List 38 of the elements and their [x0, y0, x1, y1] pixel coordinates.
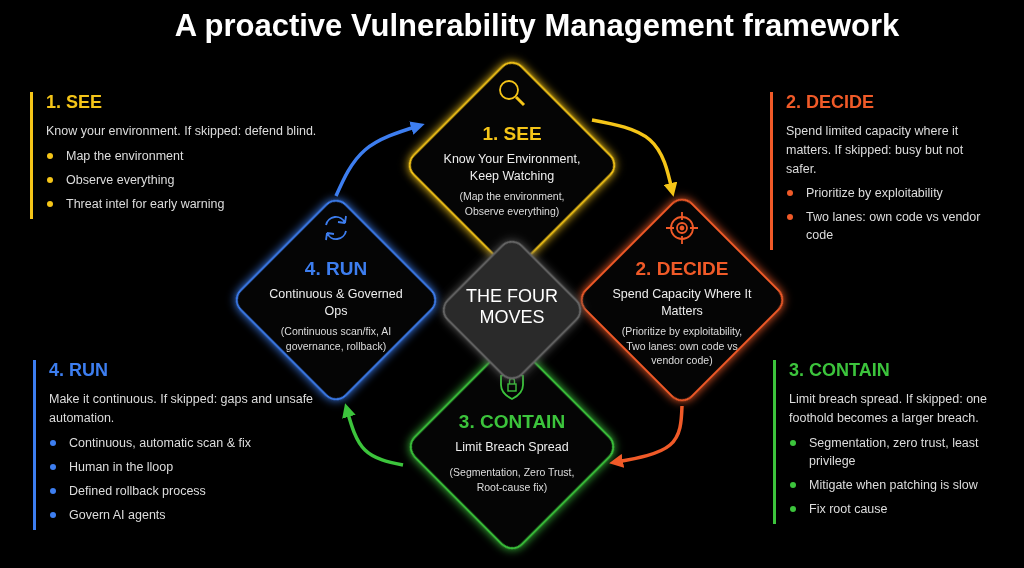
step-title: 4. RUN [303, 258, 369, 280]
curved-arrow [591, 118, 678, 197]
bullet-item: Map the environment [66, 148, 185, 165]
bullet-item: Segmentation, zero trust, least privilege [809, 435, 980, 471]
step-title: 1. SEE [481, 123, 543, 145]
panel-description: Limit breach spread. If skipped: one foothold becomes a larger breach. [789, 391, 989, 427]
title: A proactive Vulnerability Management framework [173, 8, 901, 44]
step-subtitle: Continuous & Governed Ops [268, 286, 404, 320]
panel-heading: 3. CONTAIN [789, 360, 890, 381]
curved-arrow [342, 403, 404, 467]
bullet-item: Threat intel for early warning [66, 196, 226, 213]
step-title: 2. DECIDE [634, 258, 730, 280]
curved-arrow [334, 121, 425, 197]
panel-description: Know your environment. If skipped: defend blind. [46, 123, 318, 140]
bullet-item: Defined rollback process [69, 483, 207, 500]
curved-arrow [609, 405, 684, 468]
bullet-item: Continuous, automatic scan & fix [69, 435, 253, 452]
bullet-item: Mitigate when patching is slow [809, 477, 979, 494]
panel-heading: 1. SEE [46, 92, 103, 113]
panel-description: Spend limited capacity where it matters. If skipped: busy but not safer. [786, 123, 965, 178]
panel-heading: 4. RUN [49, 360, 108, 381]
step-subtitle: Limit Breach Spread [454, 439, 570, 456]
step-details: (Continuous scan/fix, AI governance, rollback) [279, 324, 393, 354]
bullet-item: Fix root cause [809, 501, 889, 518]
step-subtitle: Know Your Environment, Keep Watching [442, 151, 582, 185]
bullet-item: Govern AI agents [69, 507, 167, 524]
center-label: THE FOUR MOVES [465, 286, 559, 328]
bullet-item: Observe everything [66, 172, 176, 189]
step-title: 3. CONTAIN [457, 411, 567, 433]
bullet-item: Human in the lloop [69, 459, 175, 476]
step-details: (Segmentation, Zero Trust, Root-cause fix) [448, 465, 576, 495]
bullet-item: Two lanes: own code vs vendor code [806, 209, 982, 245]
step-details: (Map the environment, Observe everything) [458, 189, 566, 219]
step-subtitle: Spend Capacity Where It Matters [612, 286, 752, 320]
panel-heading: 2. DECIDE [786, 92, 875, 113]
bullet-item: Prioritize by exploitability [806, 185, 944, 202]
panel-description: Make it continuous. If skipped: gaps and unsafe automation. [49, 391, 315, 427]
step-details: (Prioritize by exploitability, Two lanes: own code vs vendor code) [620, 324, 744, 369]
